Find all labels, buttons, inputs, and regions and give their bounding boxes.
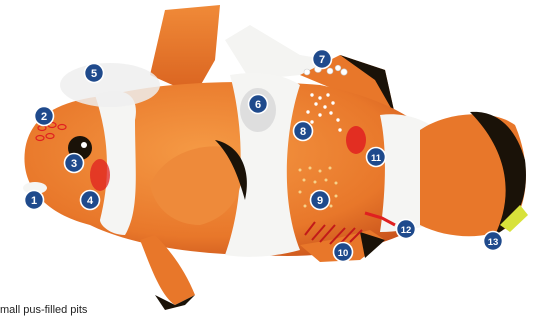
eye-highlight xyxy=(81,142,87,148)
marker-label: 11 xyxy=(371,153,382,164)
marker-10: 10 xyxy=(334,243,353,262)
marker-label: 3 xyxy=(71,158,77,170)
marker-label: 5 xyxy=(91,68,97,80)
marker-label: 13 xyxy=(488,237,499,248)
gill-lesion xyxy=(90,159,110,191)
marker-label: 6 xyxy=(255,99,261,111)
red-sore xyxy=(346,126,366,154)
marker-11: 11 xyxy=(367,148,386,167)
marker-label: 10 xyxy=(338,248,349,259)
marker-label: 8 xyxy=(300,126,306,138)
marker-1: 1 xyxy=(25,191,44,210)
marker-label: 9 xyxy=(317,195,323,207)
marker-label: 7 xyxy=(319,54,325,66)
marker-label: 4 xyxy=(87,195,94,207)
dorsal-fin-front xyxy=(150,5,220,95)
marker-7: 7 xyxy=(313,50,332,69)
marker-5: 5 xyxy=(85,64,104,83)
marker-4: 4 xyxy=(81,191,100,210)
caption-text: mall pus-filled pits xyxy=(0,304,87,316)
marker-8: 8 xyxy=(294,122,313,141)
marker-label: 12 xyxy=(401,225,412,236)
marker-label: 2 xyxy=(41,111,47,123)
marker-3: 3 xyxy=(65,154,84,173)
marker-6: 6 xyxy=(249,95,268,114)
marker-13: 13 xyxy=(484,232,503,251)
marker-label: 1 xyxy=(31,195,37,207)
marker-9: 9 xyxy=(311,191,330,210)
marker-12: 12 xyxy=(397,220,416,239)
marker-2: 2 xyxy=(35,107,54,126)
cloudy-film xyxy=(60,63,160,107)
